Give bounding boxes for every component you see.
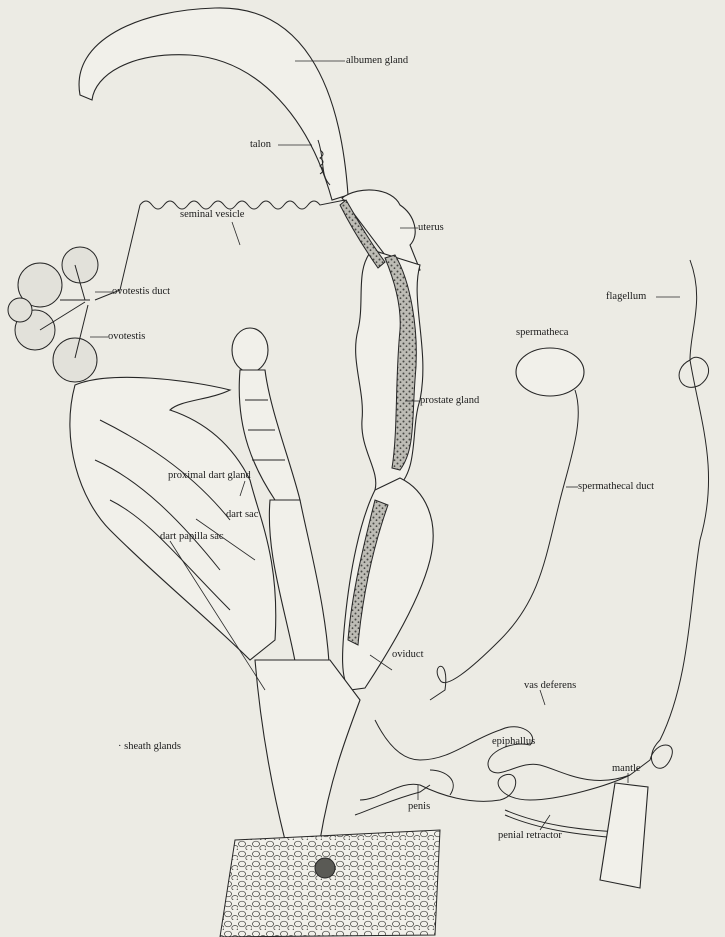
label-uterus: uterus	[418, 222, 444, 234]
penis	[355, 770, 453, 815]
label-talon: talon	[250, 139, 271, 151]
vas-deferens	[375, 720, 630, 780]
label-spermathecal-duct: spermathecal duct	[578, 481, 654, 493]
label-vas-deferens: vas deferens	[524, 680, 576, 692]
label-sheath-glands: · sheath glands	[118, 741, 181, 753]
label-oviduct: oviduct	[392, 649, 424, 661]
label-spermatheca: spermatheca	[516, 327, 568, 339]
flagellum	[630, 260, 709, 775]
label-albumen-gland: albumen gland	[346, 55, 408, 67]
label-dart-sac: dart sac	[226, 509, 258, 521]
spermathecal-duct	[430, 390, 578, 700]
albumen-gland	[79, 8, 348, 200]
spermatheca	[516, 348, 584, 396]
label-dart-papilla-sac: dart papilla sac	[160, 531, 224, 543]
label-penis: penis	[408, 801, 430, 813]
label-flagellum: flagellum	[606, 291, 646, 303]
ovotestis	[8, 247, 98, 382]
label-seminal-vesicle: seminal vesicle	[180, 209, 244, 221]
label-ovotestis: ovotestis	[108, 331, 145, 343]
label-epiphallus: epiphallus	[492, 736, 535, 748]
label-proximal-dart-gland: proximal dart gland	[168, 470, 251, 482]
label-mantle: mantle	[612, 763, 641, 775]
atrium	[255, 660, 360, 840]
genital-pore	[315, 858, 335, 878]
label-prostate-gland: prostate gland	[420, 395, 479, 407]
label-penial-retractor: penial retractor	[498, 830, 562, 842]
epiphallus	[360, 774, 630, 801]
mantle	[600, 783, 648, 888]
body-wall-tissue	[220, 830, 440, 937]
label-ovotestis-duct: ovotestis duct	[112, 286, 170, 298]
